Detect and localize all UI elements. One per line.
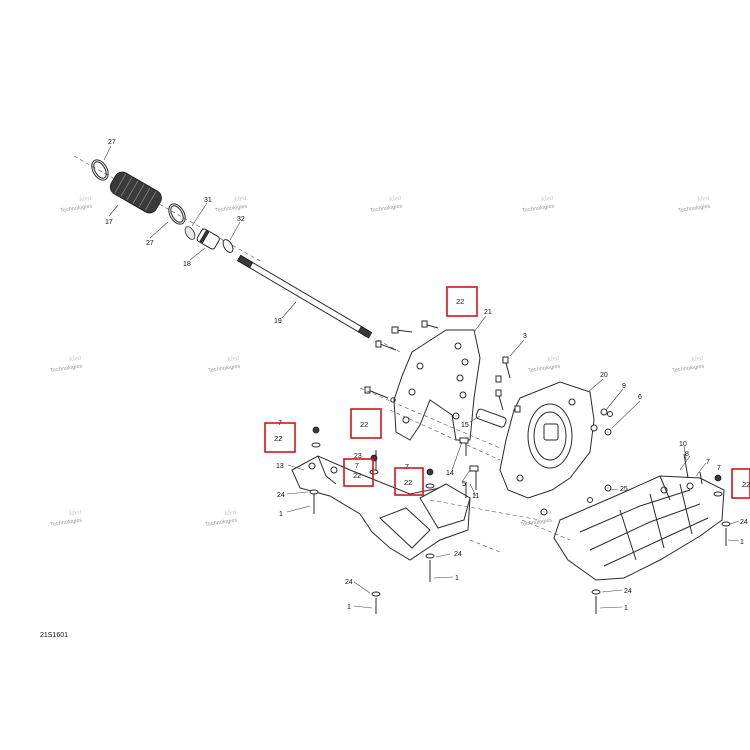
watermark-text: Technologies bbox=[50, 517, 83, 527]
watermark-logo: Idea bbox=[67, 508, 82, 518]
callout-8: 8 bbox=[685, 451, 689, 458]
callout-1: 1 bbox=[624, 605, 628, 612]
watermark-text: Technologies bbox=[672, 363, 705, 373]
callout-20: 20 bbox=[600, 372, 608, 379]
watermark-text: Technologies bbox=[60, 203, 93, 213]
highlight-22-right[interactable]: 22 bbox=[731, 468, 750, 499]
callout-10: 10 bbox=[679, 441, 687, 448]
watermark-text: Technologies bbox=[205, 517, 238, 527]
callout-24: 24 bbox=[345, 579, 353, 586]
highlight-label: 22 bbox=[404, 478, 412, 487]
highlight-22-top[interactable]: 22 bbox=[446, 286, 478, 317]
watermark-logo: Idea bbox=[539, 194, 554, 204]
callout-1: 1 bbox=[455, 575, 459, 582]
callout-24: 24 bbox=[740, 519, 748, 526]
callout-5: 5 bbox=[462, 481, 466, 488]
watermark-text: Technologies bbox=[370, 203, 403, 213]
highlight-label: 22 bbox=[456, 297, 464, 306]
callout-32: 32 bbox=[237, 216, 245, 223]
watermark-text: Technologies bbox=[522, 203, 555, 213]
callout-13: 13 bbox=[276, 463, 284, 470]
callout-31: 31 bbox=[204, 197, 212, 204]
callout-7: 7 bbox=[355, 463, 359, 470]
right-skid-plate bbox=[521, 453, 731, 614]
watermark-text: Technologies bbox=[208, 363, 241, 373]
watermark-logo: Idea bbox=[689, 354, 704, 364]
callout-15: 15 bbox=[461, 422, 469, 429]
callout-14: 14 bbox=[446, 470, 454, 477]
callout-7: 7 bbox=[706, 459, 710, 466]
callout-1: 1 bbox=[279, 511, 283, 518]
watermark-logo: Idea bbox=[67, 354, 82, 364]
highlight-22-mid[interactable]: 22 bbox=[394, 467, 424, 496]
watermark-logo: Idea bbox=[695, 194, 710, 204]
watermark-text: Technologies bbox=[215, 203, 248, 213]
highlight-label: 22 bbox=[360, 420, 368, 429]
highlight-boxes: 22 22 22 22 22 22 bbox=[264, 286, 750, 499]
highlight-label: 22 bbox=[742, 480, 750, 489]
drive-shaft-assembly bbox=[73, 155, 401, 353]
callout-24: 24 bbox=[454, 551, 462, 558]
watermark-logo: Idea bbox=[222, 508, 237, 518]
callout-27: 27 bbox=[146, 240, 154, 247]
watermark-text: Technologies bbox=[50, 363, 83, 373]
callout-1: 1 bbox=[347, 604, 351, 611]
callout-9: 9 bbox=[622, 383, 626, 390]
highlight-label: 22 bbox=[353, 471, 361, 480]
watermark-logo: Idea bbox=[545, 354, 560, 364]
bearing-housing bbox=[475, 356, 613, 499]
reference-code: 21S1601 bbox=[40, 632, 68, 639]
highlight-22-left[interactable]: 22 bbox=[264, 422, 296, 453]
watermark-logo: Idea bbox=[225, 354, 240, 364]
callout-11: 11 bbox=[472, 493, 479, 500]
watermark-text: Technologies bbox=[678, 203, 711, 213]
watermark-text: Technologies bbox=[528, 363, 561, 373]
callout-21: 21 bbox=[484, 309, 492, 316]
callout-18: 18 bbox=[183, 261, 191, 268]
callout-23: 23 bbox=[354, 453, 362, 460]
callout-6: 6 bbox=[638, 394, 642, 401]
callout-25: 25 bbox=[620, 486, 628, 493]
callout-17: 17 bbox=[105, 219, 113, 226]
leader-lines bbox=[103, 145, 740, 609]
mounting-plate bbox=[364, 320, 481, 441]
watermark-logo: Idea bbox=[232, 194, 247, 204]
highlight-22-plate[interactable]: 22 bbox=[350, 408, 382, 439]
left-skid-bracket bbox=[291, 387, 541, 614]
callout-24: 24 bbox=[624, 588, 632, 595]
callout-7: 7 bbox=[717, 465, 721, 472]
watermark-text: Technologies bbox=[520, 517, 553, 527]
callout-19: 19 bbox=[274, 318, 282, 325]
watermark-logo: Idea bbox=[77, 194, 92, 204]
callout-27: 27 bbox=[108, 139, 116, 146]
highlight-22-center[interactable]: 22 bbox=[343, 458, 374, 487]
callout-24: 24 bbox=[277, 492, 285, 499]
highlight-label: 22 bbox=[274, 434, 282, 443]
callout-1: 1 bbox=[740, 539, 744, 546]
watermark-logo: Idea bbox=[387, 194, 402, 204]
callout-3: 3 bbox=[523, 333, 527, 340]
